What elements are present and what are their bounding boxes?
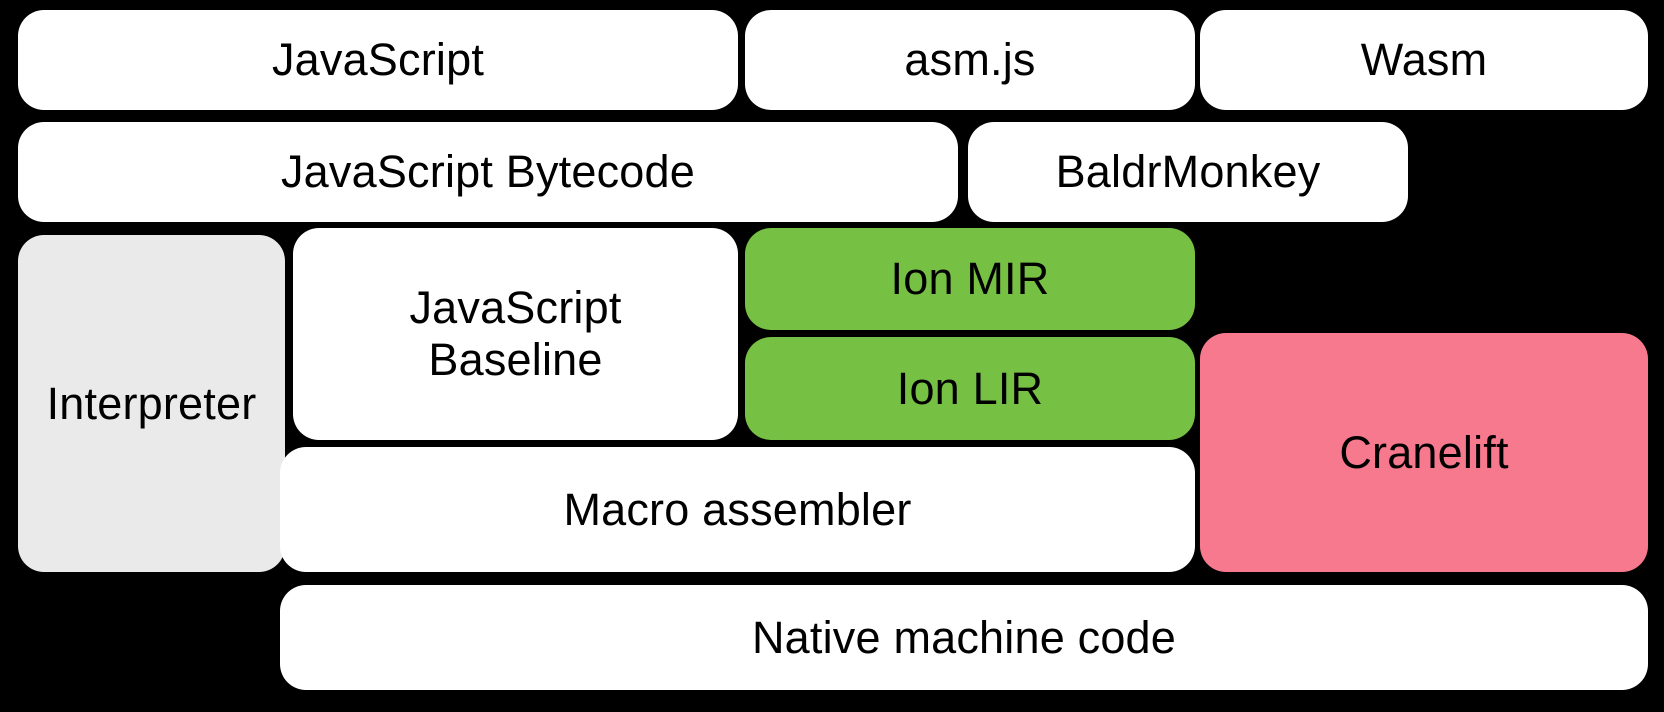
node-wasm[interactable]: Wasm [1200,10,1648,110]
node-baldrmonkey[interactable]: BaldrMonkey [968,122,1408,222]
node-native-machine-code[interactable]: Native machine code [280,585,1648,690]
node-interpreter[interactable]: Interpreter [18,235,285,572]
node-javascript-baseline-label: JavaScript Baseline [409,282,622,385]
node-macro-assembler-label: Macro assembler [563,483,912,535]
node-cranelift-label: Cranelift [1339,426,1509,478]
node-cranelift[interactable]: Cranelift [1200,333,1648,572]
node-wasm-label: Wasm [1360,34,1488,86]
node-native-machine-code-label: Native machine code [751,611,1177,663]
node-ion-lir-label: Ion LIR [896,362,1044,414]
node-macro-assembler[interactable]: Macro assembler [280,447,1195,572]
node-ion-mir[interactable]: Ion MIR [745,228,1195,330]
node-javascript-bytecode-label: JavaScript Bytecode [280,146,695,198]
node-baldrmonkey-label: BaldrMonkey [1055,146,1321,198]
node-javascript-label: JavaScript [271,34,485,86]
node-ion-mir-label: Ion MIR [890,253,1050,305]
node-javascript-baseline[interactable]: JavaScript Baseline [293,228,738,440]
node-ion-lir[interactable]: Ion LIR [745,337,1195,440]
node-javascript[interactable]: JavaScript [18,10,738,110]
node-asm-js-label: asm.js [904,34,1036,86]
node-javascript-bytecode[interactable]: JavaScript Bytecode [18,122,958,222]
node-asm-js[interactable]: asm.js [745,10,1195,110]
node-interpreter-label: Interpreter [46,377,257,429]
